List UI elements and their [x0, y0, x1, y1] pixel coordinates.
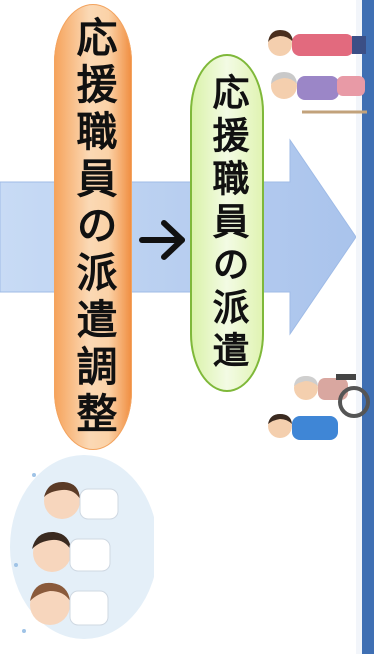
- staff-dispatch-label: 応援職員の派遣: [206, 72, 249, 374]
- dispatch-coordination-label: 応援職員の派遣調整: [69, 15, 117, 439]
- dispatch-coordination-pill: 応援職員の派遣調整: [54, 4, 132, 450]
- right-edge-bar: [362, 0, 374, 654]
- staff-group-illustration: [10, 455, 154, 639]
- staff-dispatch-pill: 応援職員の派遣: [190, 54, 264, 392]
- wheelchair-scene-illustration: [268, 374, 370, 440]
- right-edge-gap: [356, 0, 362, 654]
- care-workers-illustration: [268, 30, 367, 114]
- arrow-right-icon: [139, 220, 185, 260]
